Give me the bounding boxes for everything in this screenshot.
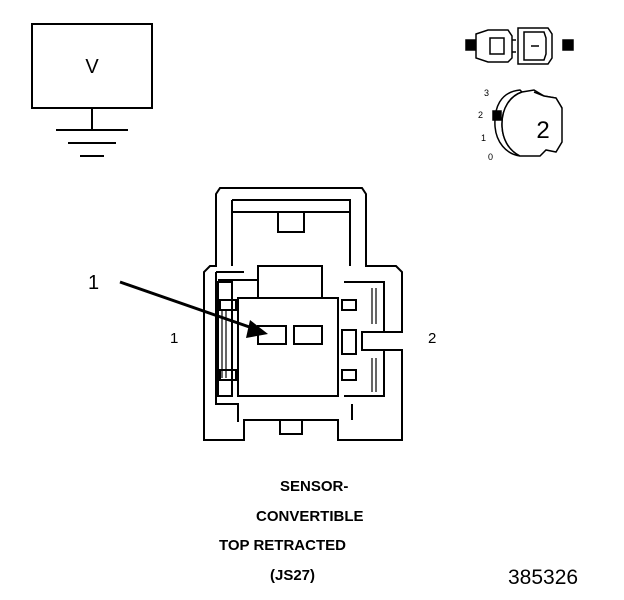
connector-face bbox=[203, 187, 403, 441]
caption-line-1: SENSOR- bbox=[280, 478, 349, 495]
callout-label: 1 bbox=[88, 272, 99, 294]
right-rail-bottom bbox=[344, 350, 385, 397]
bottom-tab bbox=[279, 419, 303, 435]
scale-label-2: 2 bbox=[478, 110, 483, 120]
cavity-left-label: 1 bbox=[170, 330, 178, 347]
caption-line-3: TOP RETRACTED bbox=[219, 537, 346, 554]
voltage-ground-symbol bbox=[31, 23, 153, 157]
view-position-label: 2 bbox=[536, 117, 549, 144]
top-notch bbox=[218, 265, 323, 299]
housing-outline bbox=[203, 187, 403, 441]
cavity-right-label: 2 bbox=[428, 330, 436, 347]
scale-label-3: 3 bbox=[484, 88, 489, 98]
inner-body bbox=[237, 297, 339, 397]
caption-line-2: CONVERTIBLE bbox=[256, 508, 364, 525]
scale-label-0: 0 bbox=[488, 152, 493, 162]
cavity-2 bbox=[293, 325, 323, 345]
left-rail bbox=[217, 281, 233, 397]
voltage-label: V bbox=[85, 56, 99, 78]
figure-number: 385326 bbox=[508, 566, 579, 589]
right-rail-top bbox=[344, 281, 385, 332]
connector-icon bbox=[465, 27, 574, 65]
view-indicator bbox=[492, 89, 563, 157]
callout-arrow bbox=[119, 280, 268, 338]
caption-line-4: (JS27) bbox=[270, 567, 316, 584]
latch-tab bbox=[277, 211, 305, 233]
scale-label-1: 1 bbox=[481, 133, 486, 143]
